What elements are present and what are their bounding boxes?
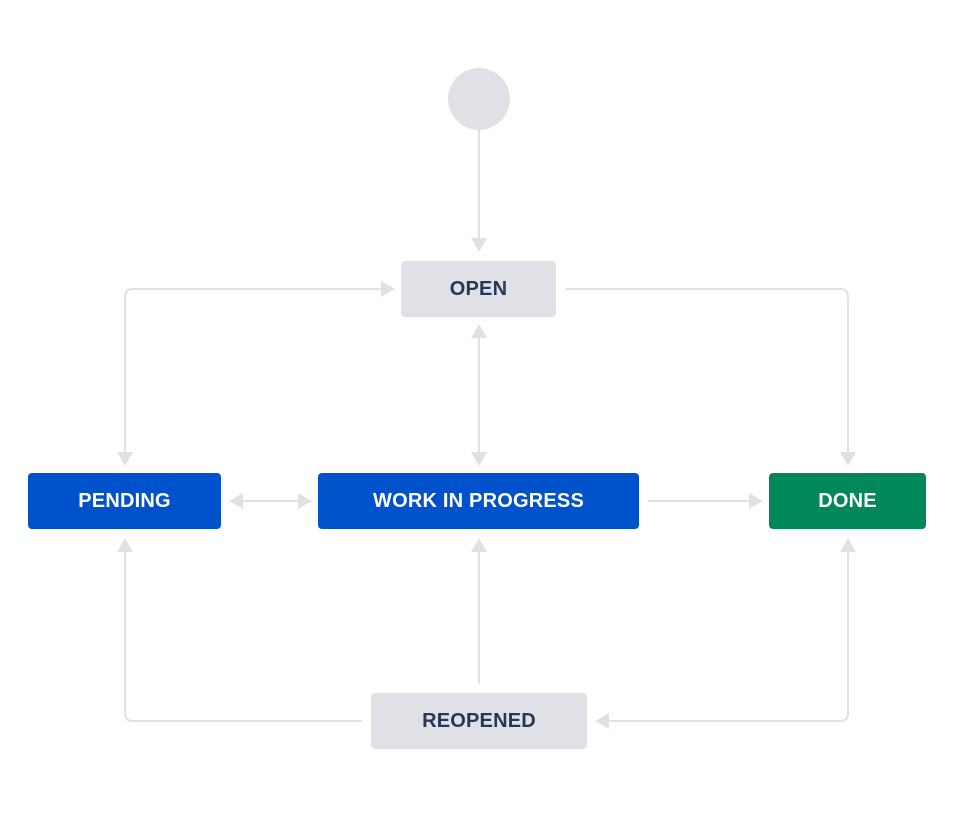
arrowhead-into-wip-from-pending bbox=[298, 493, 312, 509]
transition-open-pending bbox=[124, 288, 382, 453]
status-open-label: OPEN bbox=[449, 277, 508, 300]
status-work-in-progress-label: WORK IN PROGRESS bbox=[373, 489, 584, 512]
arrowhead-into-reopened-from-done bbox=[595, 713, 609, 729]
arrowhead-into-done-from-reopened bbox=[840, 538, 856, 552]
arrowhead-into-open-from-start bbox=[471, 238, 487, 252]
status-reopened-label: REOPENED bbox=[422, 709, 536, 732]
status-pending[interactable]: PENDING bbox=[28, 473, 221, 529]
status-pending-label: PENDING bbox=[78, 489, 171, 512]
transition-reopened-to-pending bbox=[124, 551, 362, 722]
status-reopened[interactable]: REOPENED bbox=[371, 693, 587, 749]
arrowhead-into-open-from-wip bbox=[471, 324, 487, 338]
status-done[interactable]: DONE bbox=[769, 473, 926, 529]
arrowhead-into-pending-from-open bbox=[117, 452, 133, 466]
arrowhead-into-done-from-open bbox=[840, 452, 856, 466]
status-open[interactable]: OPEN bbox=[401, 261, 556, 317]
transition-open-to-done bbox=[565, 288, 849, 453]
arrowhead-into-done-from-wip bbox=[749, 493, 763, 509]
status-work-in-progress[interactable]: WORK IN PROGRESS bbox=[318, 473, 639, 529]
arrowhead-into-wip-from-open bbox=[471, 452, 487, 466]
status-done-label: DONE bbox=[818, 489, 877, 512]
arrowhead-into-pending-from-reopened bbox=[117, 538, 133, 552]
arrowhead-into-pending-from-wip bbox=[229, 493, 243, 509]
start-node[interactable] bbox=[448, 68, 510, 130]
arrowhead-into-wip-from-reopened bbox=[471, 538, 487, 552]
transition-done-reopened bbox=[608, 551, 849, 722]
arrowhead-into-open-from-pending bbox=[381, 281, 395, 297]
